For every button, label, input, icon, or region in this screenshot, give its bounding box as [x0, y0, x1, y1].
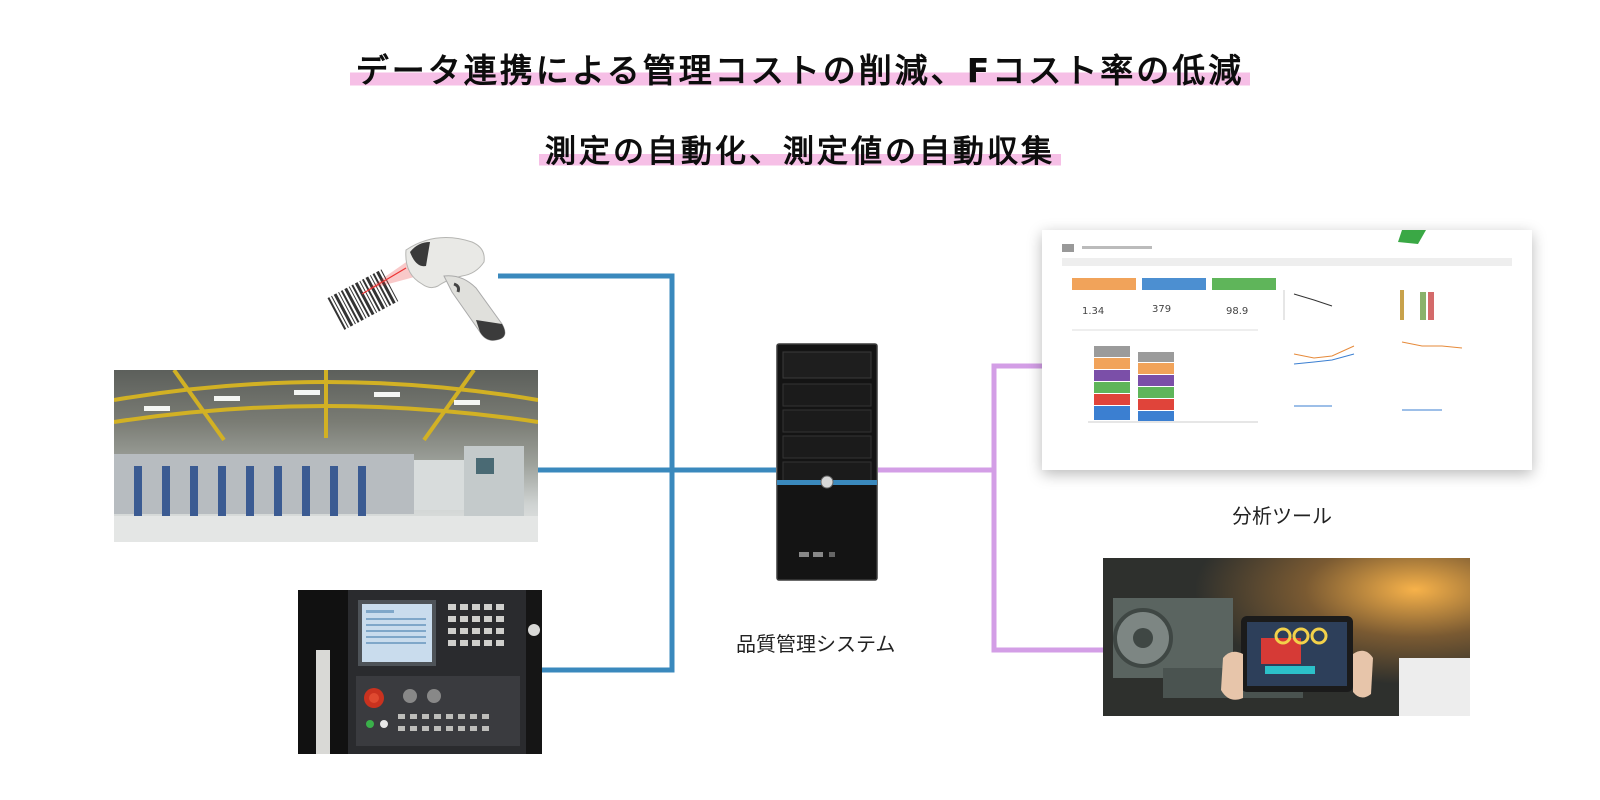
kpi-value-3: 98.9: [1226, 306, 1248, 317]
headline-primary-text: データ連携による管理コストの削減、Fコスト率の低減: [349, 51, 1251, 90]
tablet-ar-illustration: [1103, 558, 1470, 716]
factory-photo: [114, 370, 538, 542]
input-trunk-line: [498, 273, 675, 673]
factory-illustration: [114, 370, 538, 542]
barcode-scanner-icon: [327, 237, 506, 341]
input-connections: [498, 273, 776, 673]
control-panel-photo: [298, 590, 542, 754]
tablet-ar-photo: [1103, 558, 1470, 716]
control-panel-illustration: [298, 590, 542, 754]
kpi-value-2: 379: [1152, 304, 1171, 315]
headline-secondary-text: 測定の自動化、測定値の自動収集: [539, 134, 1061, 170]
dashboard-screenshot: 1.34 379 98.9: [1042, 230, 1532, 470]
output-trunk-line: [991, 363, 1103, 653]
dashboard-illustration: 1.34 379 98.9: [1062, 230, 1512, 423]
output-connections: [878, 363, 1103, 653]
kpi-value-1: 1.34: [1082, 306, 1104, 317]
analysis-tool-label: 分析ツール: [1232, 504, 1332, 528]
headline-primary: データ連携による管理コストの削減、Fコスト率の低減: [0, 44, 1600, 92]
headline-secondary: 測定の自動化、測定値の自動収集: [0, 126, 1600, 171]
server-label: 品質管理システム: [736, 632, 896, 656]
server-tower-icon: [776, 343, 878, 581]
